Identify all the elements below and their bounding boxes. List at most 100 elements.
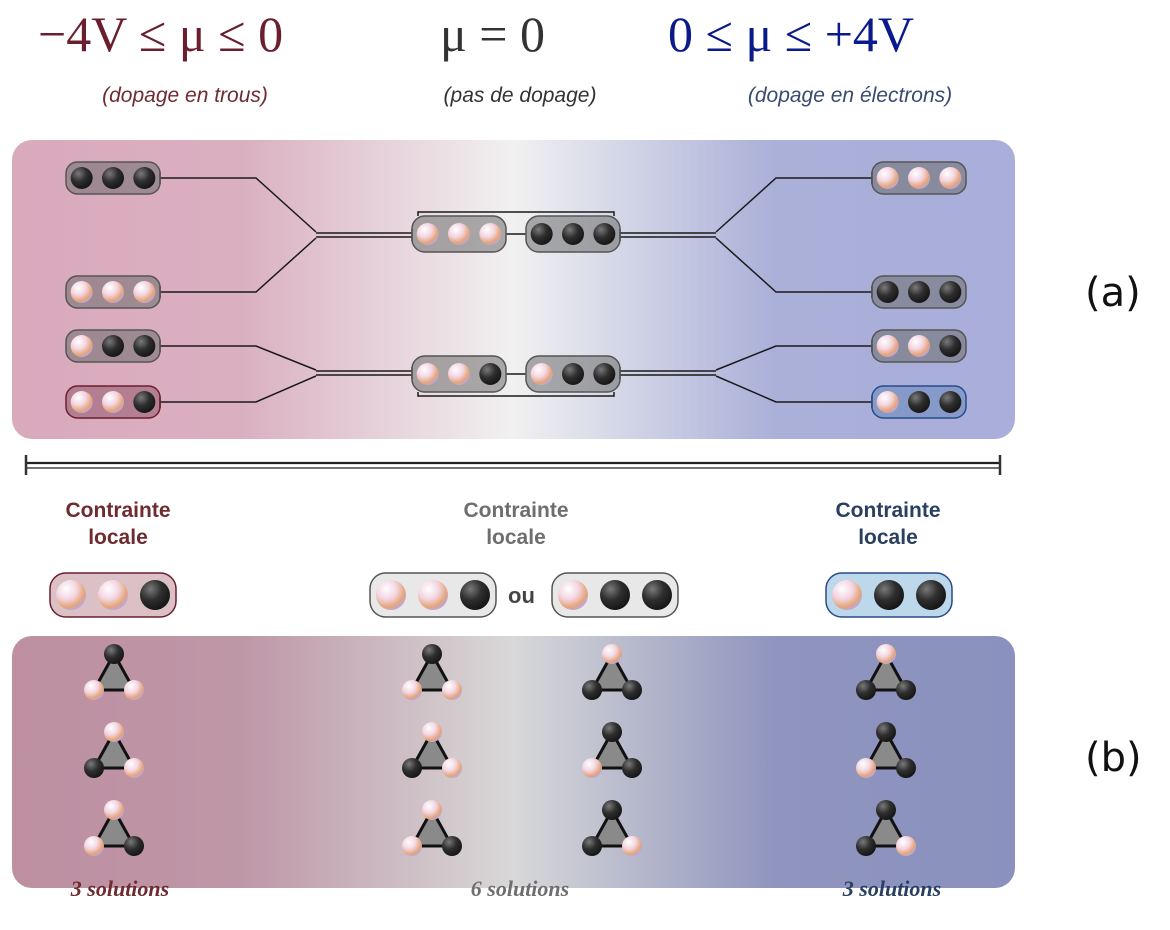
site-triplet-box	[871, 329, 967, 363]
equation-hole-doping: −4V ≤ μ ≤ 0	[38, 6, 284, 62]
connection-line	[160, 345, 317, 403]
dark-sphere-icon	[876, 800, 896, 820]
light-sphere-icon	[876, 335, 899, 357]
site-triplet-box	[551, 572, 679, 618]
light-sphere-icon	[124, 680, 144, 700]
light-sphere-icon	[104, 800, 124, 820]
light-sphere-icon	[376, 580, 406, 610]
triangle-plaquette-icon	[84, 800, 144, 856]
triangle-plaquette-icon	[84, 644, 144, 700]
constraint-line-2: locale	[88, 526, 148, 549]
dark-sphere-icon	[908, 391, 930, 413]
constraint-label-neutral: Contrainte locale	[406, 497, 626, 551]
dark-sphere-icon	[140, 580, 170, 610]
solutions-neutral: 6 solutions	[470, 876, 570, 901]
constraint-line-1: Contrainte	[65, 499, 171, 522]
light-sphere-icon	[939, 167, 962, 189]
triangle-plaquette-icon	[582, 722, 642, 778]
triangle-plaquette-icon	[856, 800, 916, 856]
light-sphere-icon	[876, 167, 899, 189]
dark-sphere-icon	[582, 836, 602, 856]
constraint-line-2: locale	[486, 526, 546, 549]
site-triplet-box	[65, 275, 161, 309]
light-sphere-icon	[402, 836, 422, 856]
dark-sphere-icon	[530, 223, 553, 245]
subtitle-no-doping: (pas de dopage)	[443, 84, 597, 107]
dark-sphere-icon	[916, 580, 946, 610]
dark-sphere-icon	[104, 644, 124, 664]
site-triplet-box	[411, 215, 507, 253]
triangle-plaquette-icon	[84, 722, 144, 778]
site-triplet-box	[825, 572, 953, 618]
dark-sphere-icon	[479, 363, 502, 385]
light-sphere-icon	[418, 580, 448, 610]
light-sphere-icon	[442, 758, 462, 778]
connection-line	[316, 232, 412, 238]
light-sphere-icon	[479, 223, 502, 245]
light-sphere-icon	[416, 363, 439, 385]
panel-label-b: (b)	[1085, 735, 1142, 781]
light-sphere-icon	[876, 391, 899, 413]
light-sphere-icon	[558, 580, 588, 610]
connection-line	[506, 233, 526, 375]
dark-sphere-icon	[102, 167, 124, 189]
dark-sphere-icon	[856, 836, 876, 856]
site-triplet-box	[411, 355, 507, 393]
dark-sphere-icon	[642, 580, 672, 610]
dark-sphere-icon	[133, 391, 156, 413]
constraint-label-hole: Contrainte locale	[8, 497, 228, 551]
dark-sphere-icon	[876, 281, 899, 303]
light-sphere-icon	[104, 722, 124, 742]
light-sphere-icon	[70, 391, 93, 413]
connection-line	[715, 177, 872, 293]
connection-line	[417, 211, 615, 216]
dark-sphere-icon	[70, 167, 93, 189]
dark-sphere-icon	[939, 281, 962, 303]
triangle-plaquette-icon	[402, 800, 462, 856]
subtitle-hole-doping: (dopage en trous)	[102, 84, 268, 107]
constraint-line-2: locale	[858, 526, 918, 549]
connection-line	[417, 392, 615, 397]
dark-sphere-icon	[133, 335, 156, 357]
constraint-label-electron: Contrainte locale	[778, 497, 998, 551]
panel-a-background	[12, 140, 1015, 439]
dark-sphere-icon	[602, 800, 622, 820]
light-sphere-icon	[70, 281, 93, 303]
dark-sphere-icon	[84, 758, 104, 778]
light-sphere-icon	[602, 644, 622, 664]
light-sphere-icon	[448, 363, 470, 385]
dark-sphere-icon	[939, 335, 962, 357]
triangle-plaquette-icon	[582, 800, 642, 856]
dark-sphere-icon	[600, 580, 630, 610]
connection-line	[160, 177, 317, 293]
dark-sphere-icon	[622, 680, 642, 700]
light-sphere-icon	[84, 680, 104, 700]
dark-sphere-icon	[593, 363, 616, 385]
light-sphere-icon	[908, 335, 930, 357]
dark-sphere-icon	[133, 167, 156, 189]
dark-sphere-icon	[856, 680, 876, 700]
site-triplet-box	[525, 355, 621, 393]
light-sphere-icon	[876, 644, 896, 664]
connection-line	[620, 370, 716, 376]
solutions-electron: 3 solutions	[842, 876, 942, 901]
subtitle-electron-doping: (dopage en électrons)	[747, 84, 953, 107]
separator-bar	[24, 455, 1002, 475]
site-triplet-box	[525, 215, 621, 253]
light-sphere-icon	[102, 281, 124, 303]
site-triplet-box	[49, 572, 177, 618]
light-sphere-icon	[98, 580, 128, 610]
light-sphere-icon	[124, 758, 144, 778]
light-sphere-icon	[448, 223, 470, 245]
light-sphere-icon	[402, 680, 422, 700]
dark-sphere-icon	[908, 281, 930, 303]
dark-sphere-icon	[562, 363, 584, 385]
dark-sphere-icon	[442, 836, 462, 856]
light-sphere-icon	[530, 363, 553, 385]
or-label: ou	[508, 583, 535, 608]
connection-line	[715, 345, 872, 403]
site-triplet-box	[871, 275, 967, 309]
light-sphere-icon	[70, 335, 93, 357]
dark-sphere-icon	[460, 580, 490, 610]
